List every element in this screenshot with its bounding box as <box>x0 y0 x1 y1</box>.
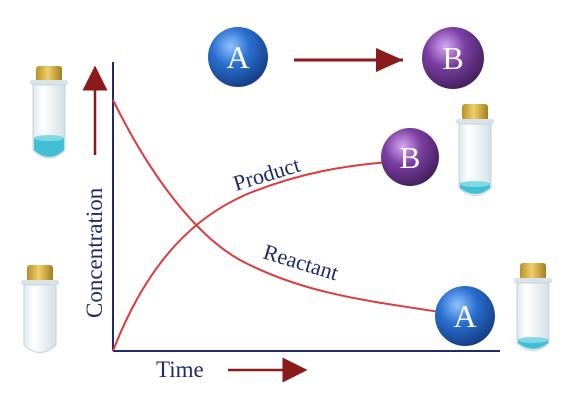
reactant-symbol-top: A <box>226 39 249 75</box>
x-axis-label: Time <box>156 357 204 382</box>
reactant-curve-label: Reactant <box>261 239 342 285</box>
molecule-sphere-icon <box>208 27 268 87</box>
product-curve-label: Product <box>230 152 303 196</box>
product-curve <box>112 161 391 352</box>
product-sphere-top: B <box>422 27 484 89</box>
reactant-end-symbol: A <box>453 298 476 334</box>
test-tube-icon <box>514 263 552 351</box>
test-tube-icon <box>456 104 494 196</box>
reactant-end-sphere: A <box>435 286 495 346</box>
reactant-sphere-top: A <box>208 27 268 87</box>
test-tube-icon <box>30 66 68 159</box>
product-end-sphere: B <box>381 128 439 186</box>
y-axis-label: Concentration <box>82 187 107 318</box>
molecule-sphere-icon <box>381 128 439 186</box>
product-symbol-top: B <box>442 40 463 76</box>
reactant-curve <box>112 99 441 313</box>
product-end-symbol: B <box>400 140 421 175</box>
test-tube-icon <box>21 265 59 353</box>
molecule-sphere-icon <box>435 286 495 346</box>
molecule-sphere-icon <box>422 27 484 89</box>
